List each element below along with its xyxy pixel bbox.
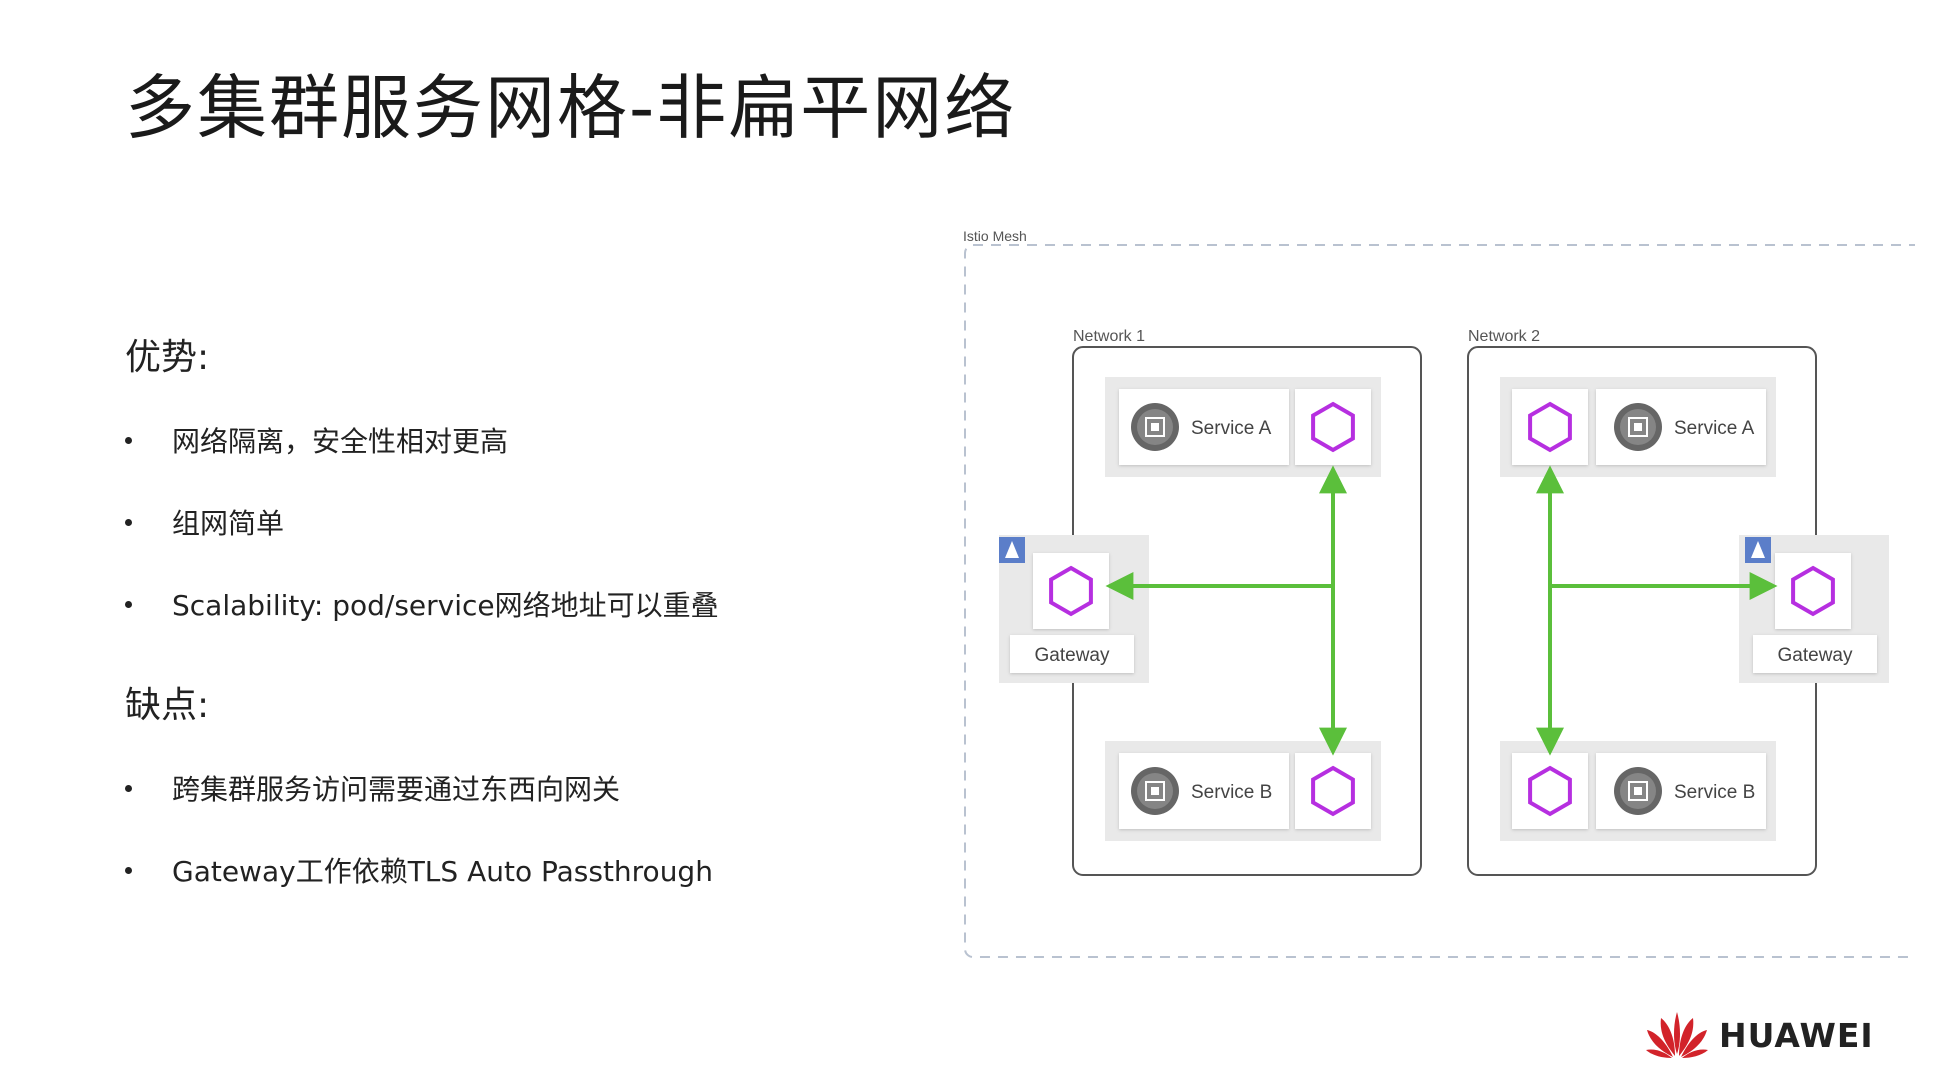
n1-service-a-pod: Service A — [1105, 377, 1381, 477]
advantage-text: 网络隔离，安全性相对更高 — [172, 425, 509, 458]
advantage-text: 组网简单 — [172, 507, 285, 540]
gateway-label: Gateway — [1778, 645, 1853, 666]
page-title: 多集群服务网格-非扁平网络 — [125, 67, 1017, 149]
bullet-dot — [125, 436, 132, 444]
n2-gateway: Gateway — [1739, 535, 1889, 683]
service-chip-icon — [1614, 403, 1662, 451]
network1-label: Network 1 — [1073, 328, 1145, 345]
gateway-proxy-hex-icon — [1791, 565, 1835, 617]
advantages-heading: 优势: — [125, 337, 210, 378]
service-b-label: Service B — [1674, 782, 1755, 803]
disadvantages-heading: 缺点: — [125, 685, 210, 726]
brand-name: HUAWEI — [1719, 1015, 1874, 1055]
istio-mesh-boundary — [964, 244, 1915, 958]
service-b-label: Service B — [1191, 782, 1272, 803]
advantage-item: Scalability: pod/service网络地址可以重叠 — [125, 584, 719, 624]
bullet-dot — [125, 866, 132, 874]
disadvantage-item: 跨集群服务访问需要通过东西向网关 — [125, 768, 620, 808]
sidecar-proxy-hex-icon — [1311, 765, 1355, 817]
network2-label: Network 2 — [1468, 328, 1540, 345]
n2-service-b-pod: Service B — [1500, 741, 1776, 841]
istio-mesh-label: Istio Mesh — [963, 228, 1027, 244]
gateway-proxy-hex-icon — [1049, 565, 1093, 617]
bullet-dot — [125, 784, 132, 792]
disadvantage-item: Gateway工作依赖TLS Auto Passthrough — [125, 850, 713, 890]
huawei-petal-icon — [1646, 1012, 1708, 1058]
service-chip-icon — [1614, 767, 1662, 815]
sidecar-proxy-hex-icon — [1311, 401, 1355, 453]
advantage-item: 组网简单 — [125, 502, 284, 542]
sidecar-proxy-hex-icon — [1528, 765, 1572, 817]
disadvantage-text: 跨集群服务访问需要通过东西向网关 — [172, 773, 621, 806]
gateway-badge-icon — [1005, 541, 1019, 558]
n2-traffic-arrows — [1536, 465, 1778, 756]
bullet-dot — [125, 518, 132, 526]
n2-service-a-pod: Service A — [1500, 377, 1776, 477]
disadvantage-text: Gateway工作依赖TLS Auto Passthrough — [172, 855, 713, 888]
istio-mesh-diagram: Istio Mesh Network 1 Network 2 Service A… — [963, 228, 1915, 958]
n1-service-b-pod: Service B — [1105, 741, 1381, 841]
sidecar-proxy-hex-icon — [1528, 401, 1572, 453]
advantage-text: Scalability: pod/service网络地址可以重叠 — [172, 589, 719, 622]
n1-gateway: Gateway — [999, 535, 1149, 683]
service-chip-icon — [1131, 403, 1179, 451]
service-a-label: Service A — [1674, 418, 1755, 439]
advantage-item: 网络隔离，安全性相对更高 — [125, 420, 508, 460]
service-chip-icon — [1131, 767, 1179, 815]
gateway-badge-icon — [1751, 541, 1765, 558]
n1-traffic-arrows — [1105, 465, 1347, 756]
bullet-dot — [125, 600, 132, 608]
gateway-label: Gateway — [1035, 645, 1110, 666]
service-a-label: Service A — [1191, 418, 1272, 439]
huawei-logo: HUAWEI — [1645, 1010, 1874, 1060]
